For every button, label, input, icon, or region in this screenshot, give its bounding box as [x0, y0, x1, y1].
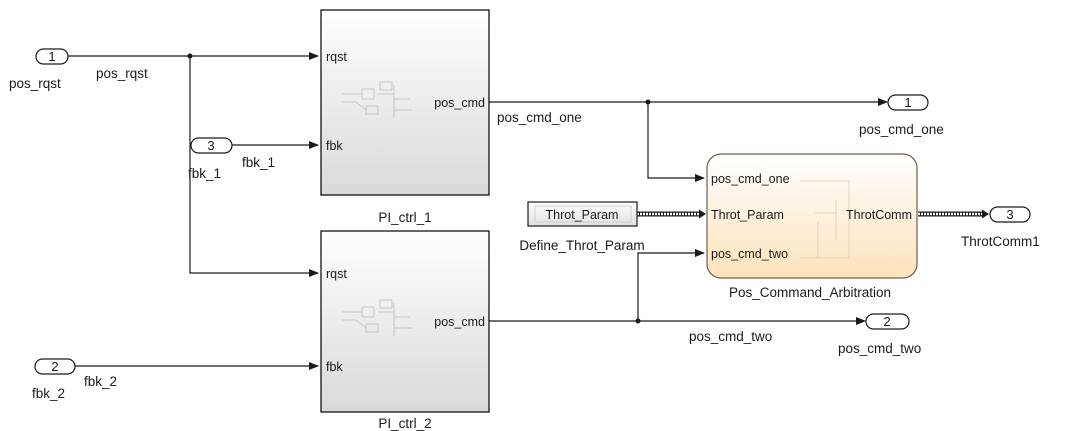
outport-number: 3 — [1006, 207, 1013, 222]
subsystem-pos-command-arbitration[interactable]: pos_cmd_one Throt_Param pos_cmd_two Thro… — [706, 153, 918, 300]
signal-label-pos-cmd-one: pos_cmd_one — [497, 110, 582, 125]
port-label-pos-cmd: pos_cmd — [434, 315, 485, 329]
block-name: Define_Throt_Param — [519, 238, 644, 253]
block-name: PI_ctrl_1 — [378, 210, 431, 225]
inport-name: fbk_2 — [32, 386, 65, 401]
block-name: PI_ctrl_2 — [378, 416, 431, 431]
outport-throtcomm1[interactable]: 3 ThrotComm1 — [961, 206, 1040, 249]
signal-label-pos-cmd-two: pos_cmd_two — [689, 329, 772, 344]
signal-label-fbk-2: fbk_2 — [84, 374, 117, 389]
outport-pos-cmd-two[interactable]: 2 pos_cmd_two — [838, 313, 921, 356]
port-label-pos-cmd-one: pos_cmd_one — [711, 172, 790, 186]
port-label-pos-cmd-two: pos_cmd_two — [711, 247, 788, 261]
constant-define-throt-param[interactable]: Throt_Param Define_Throt_Param — [519, 201, 645, 253]
port-label-pos-cmd: pos_cmd — [434, 96, 485, 110]
outport-name: pos_cmd_one — [859, 122, 944, 137]
outport-name: ThrotComm1 — [961, 234, 1040, 249]
bus-lines — [637, 209, 989, 219]
inport-number: 2 — [51, 359, 58, 374]
inport-number: 3 — [207, 138, 214, 153]
outport-number: 1 — [904, 95, 911, 110]
line-pos-rqst-branch[interactable] — [189, 56, 319, 277]
port-label-throt-param: Throt_Param — [711, 208, 784, 222]
subsystem-thumbnail — [342, 81, 412, 118]
inport-pos-rqst[interactable]: 1 pos_rqst — [9, 48, 69, 91]
inport-fbk-1[interactable]: 3 fbk_1 — [188, 137, 233, 181]
line-pos-cmd-one-branch[interactable] — [647, 102, 705, 182]
subsystem-pi-ctrl-1[interactable]: rqst fbk pos_cmd PI_ctrl_1 — [320, 9, 490, 225]
constant-value: Throt_Param — [546, 208, 619, 222]
inport-name: fbk_1 — [188, 166, 221, 181]
port-label-fbk: fbk — [326, 139, 343, 153]
subsystem-thumbnail — [800, 180, 850, 259]
subsystem-pi-ctrl-2[interactable]: rqst fbk pos_cmd PI_ctrl_2 — [320, 230, 490, 431]
signal-label-pos-rqst: pos_rqst — [96, 66, 148, 81]
signal-labels: pos_rqst fbk_1 fbk_2 pos_cmd_one pos_cmd… — [84, 66, 772, 389]
port-label-rqst: rqst — [326, 50, 347, 64]
subsystem-thumbnail — [342, 299, 412, 336]
port-label-rqst: rqst — [326, 267, 347, 281]
outport-number: 2 — [883, 314, 890, 329]
port-label-throtcomm: ThrotComm — [846, 208, 912, 222]
signal-label-fbk-1: fbk_1 — [242, 155, 275, 170]
inport-fbk-2[interactable]: 2 fbk_2 — [32, 358, 76, 401]
port-label-fbk: fbk — [326, 360, 343, 374]
inport-name: pos_rqst — [9, 76, 61, 91]
line-pos-cmd-two-branch[interactable] — [637, 249, 705, 321]
branch-points — [187, 53, 651, 324]
outport-name: pos_cmd_two — [838, 341, 921, 356]
signal-lines — [68, 52, 888, 370]
block-name: Pos_Command_Arbitration — [729, 285, 891, 300]
inport-number: 1 — [48, 49, 55, 64]
outport-pos-cmd-one[interactable]: 1 pos_cmd_one — [859, 94, 944, 137]
